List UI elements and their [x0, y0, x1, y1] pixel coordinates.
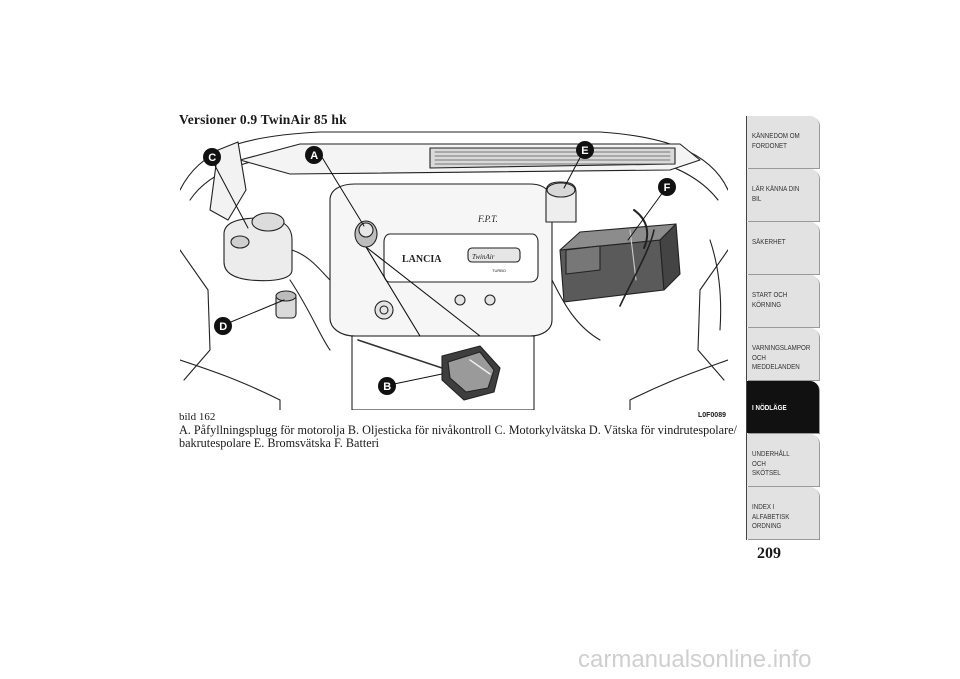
tab-label: LÄR KÄNNA DIN BIL [752, 184, 800, 203]
callout-a: A [310, 150, 318, 162]
tab-label: KÄNNEDOM OM FORDONET [752, 131, 800, 150]
callout-markers: C A E F D B [203, 141, 676, 395]
tab-label: INDEX I ALFABETISK ORDNING [752, 502, 790, 530]
page-number: 209 [757, 545, 781, 562]
tab-label: SÄKERHET [752, 237, 786, 246]
engine-script: F.P.T. [477, 214, 498, 224]
section-heading: Versioner 0.9 TwinAir 85 hk [179, 112, 347, 127]
tab-label: UNDERHÅLL OCH SKÖTSEL [752, 449, 790, 477]
tab-start-och-korning[interactable]: START OCH KÖRNING [747, 275, 819, 327]
callout-c: C [208, 152, 216, 164]
callout-d: D [219, 321, 227, 333]
figure-number: bild 162 [179, 411, 216, 423]
callout-f: F [664, 182, 671, 194]
tab-label: VARNINGSLAMPOR OCH MEDDELANDEN [752, 343, 811, 371]
callout-b: B [383, 381, 391, 393]
engine-sub: TURBO [492, 268, 506, 273]
tab-varningslampor[interactable]: VARNINGSLAMPOR OCH MEDDELANDEN [747, 328, 819, 380]
tab-underhall-och-skotsel[interactable]: UNDERHÅLL OCH SKÖTSEL [747, 434, 819, 486]
callout-e: E [581, 145, 588, 157]
tab-lar-kanna-din-bil[interactable]: LÄR KÄNNA DIN BIL [747, 169, 819, 221]
tab-sakerhet[interactable]: SÄKERHET [747, 222, 819, 274]
tab-i-nodlage[interactable]: I NÖDLÄGE [747, 381, 819, 433]
tab-label: I NÖDLÄGE [752, 403, 787, 412]
engine-model: TwinAir [472, 253, 495, 261]
tab-label: START OCH KÖRNING [752, 290, 788, 309]
chapter-tabs: KÄNNEDOM OM FORDONET LÄR KÄNNA DIN BIL S… [746, 116, 819, 540]
figure-caption-row: bild 162 L0F0089 [179, 411, 726, 423]
figure-legend: A. Påfyllningsplugg för motorolja B. Olj… [179, 423, 737, 450]
tab-index[interactable]: INDEX I ALFABETISK ORDNING [747, 487, 819, 539]
engine-bay-illustration: LANCIA TwinAir TURBO F.P.T. [180, 130, 728, 410]
engine-badge: LANCIA [402, 254, 442, 265]
figure-code: L0F0089 [697, 412, 726, 419]
watermark: carmanualsonline.info [578, 646, 812, 673]
tab-kannedom-om-fordonet[interactable]: KÄNNEDOM OM FORDONET [747, 116, 819, 168]
